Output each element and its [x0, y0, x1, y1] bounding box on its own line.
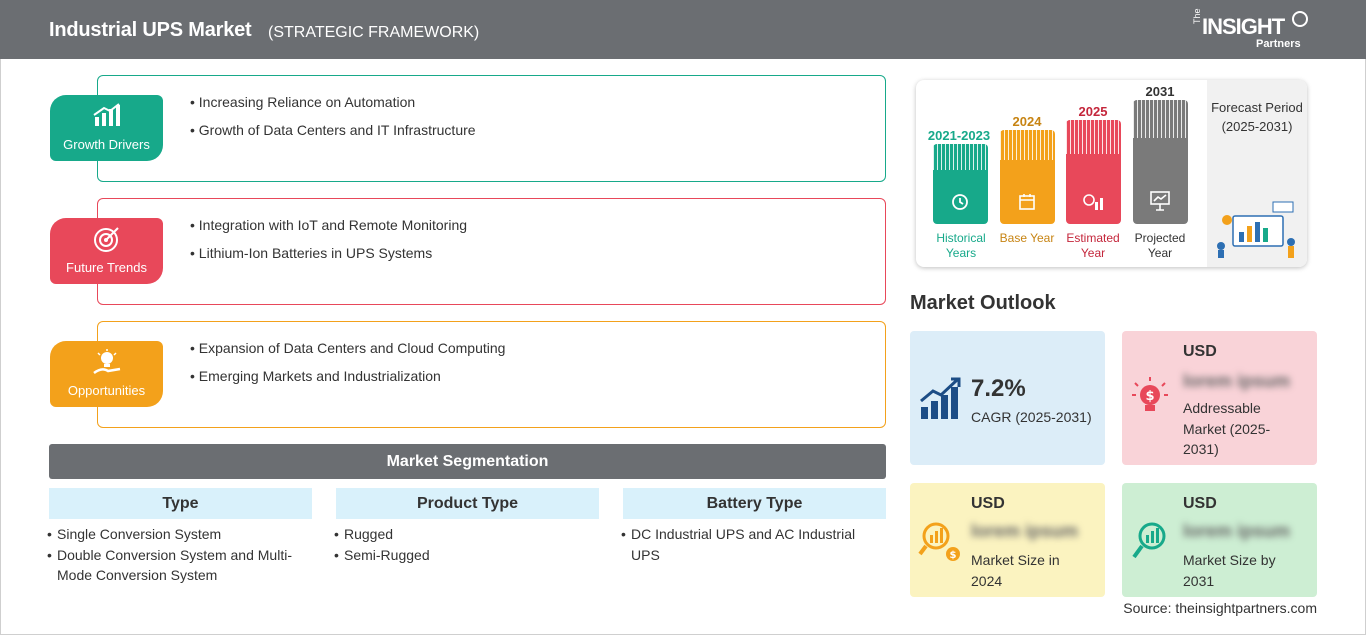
year-label: 2025 — [1078, 104, 1108, 119]
year-label: 2021-2023 — [927, 128, 991, 143]
forecast-range: (2025-2031) — [1221, 119, 1293, 134]
addressable-value: lorem ipsum — [1183, 371, 1291, 391]
timeline-bar-projected — [1133, 100, 1188, 224]
timeline-caption: Projected Year — [1134, 231, 1186, 260]
market-size-2031-card: USD lorem ipsum Market Size by 2031 — [1122, 483, 1317, 597]
forecast-label: Forecast Period — [1211, 100, 1303, 115]
year-label: 2024 — [1012, 114, 1042, 129]
market-size-2031-description: Market Size by 2031 — [1183, 552, 1276, 589]
logo-ring-icon — [1292, 11, 1308, 27]
gear-chart-icon — [1083, 194, 1103, 210]
page-title: Industrial UPS Market — [49, 19, 252, 41]
future-trends-list: Integration with IoT and Remote Monitori… — [190, 217, 467, 273]
timeline-bar-historical — [933, 144, 988, 224]
opportunities-list: Expansion of Data Centers and Cloud Comp… — [190, 340, 506, 396]
addressable-usd: USD — [1183, 343, 1217, 360]
calendar-icon — [1019, 194, 1035, 210]
list-item: Lithium-Ion Batteries in UPS Systems — [190, 245, 467, 273]
presentation-icon — [1150, 191, 1170, 211]
future-trends-label: Future Trends — [66, 260, 147, 275]
addressable-market-card: $ USD lorem ipsum Addressable Market (20… — [1122, 331, 1317, 465]
list-item: DC Industrial UPS and AC Industrial UPS — [621, 524, 883, 565]
segment-list-battery-type: DC Industrial UPS and AC Industrial UPS — [621, 524, 883, 565]
market-outlook-title: Market Outlook — [910, 292, 1056, 314]
history-icon — [952, 194, 968, 210]
svg-text:$: $ — [1145, 389, 1154, 404]
timeline-caption: Historical Years — [936, 231, 986, 260]
timeline-bar-estimated — [1066, 120, 1121, 224]
growth-drivers-tag: Growth Drivers — [50, 95, 163, 161]
growth-drivers-list: Increasing Reliance on Automation Growth… — [190, 94, 476, 150]
cagr-card: 7.2% CAGR (2025-2031) — [910, 331, 1105, 465]
timeline-bar-base — [1000, 130, 1055, 224]
opportunities-tag: Opportunities — [50, 341, 163, 407]
growth-drivers-box: Increasing Reliance on Automation Growth… — [97, 75, 886, 182]
list-item: Increasing Reliance on Automation — [190, 94, 476, 122]
market-size-2024-usd: USD — [971, 495, 1005, 512]
timeline-caption: Estimated Year — [1066, 231, 1120, 260]
growth-chart-icon — [920, 377, 961, 419]
segment-heading-battery-type: Battery Type — [623, 488, 886, 519]
list-item: Growth of Data Centers and IT Infrastruc… — [190, 122, 476, 150]
analytics-illustration-icon — [1217, 201, 1295, 258]
market-size-2031-value: lorem ipsum — [1183, 521, 1291, 541]
market-size-2024-description: Market Size in 2024 — [971, 552, 1060, 589]
bar-chart-icon — [93, 103, 120, 126]
magnifier-chart-icon — [1132, 522, 1166, 559]
list-item: Expansion of Data Centers and Cloud Comp… — [190, 340, 506, 368]
market-size-2031-usd: USD — [1183, 495, 1217, 512]
market-size-2024-value: lorem ipsum — [971, 521, 1079, 541]
market-segmentation-header: Market Segmentation — [49, 444, 886, 479]
list-item: Double Conversion System and Multi-Mode … — [47, 545, 312, 586]
list-item: Emerging Markets and Industrialization — [190, 368, 505, 396]
list-item: Semi-Rugged — [334, 545, 599, 566]
logo-partners: Partners — [1256, 38, 1301, 50]
opportunities-label: Opportunities — [67, 383, 146, 398]
timeline-caption: Base Year — [999, 231, 1055, 245]
target-icon — [94, 227, 119, 252]
magnifier-dollar-icon: $ — [918, 522, 960, 561]
future-trends-tag: Future Trends — [50, 218, 163, 284]
list-item: Single Conversion System — [47, 524, 312, 545]
logo-the: The — [1192, 8, 1202, 24]
logo-insight: INSIGHT — [1202, 14, 1285, 39]
company-logo[interactable]: The INSIGHT Partners — [1192, 8, 1322, 54]
addressable-description: Addressable Market (2025-2031) — [1183, 400, 1271, 457]
list-item: Rugged — [334, 524, 599, 545]
svg-text:$: $ — [950, 550, 957, 561]
idea-dollar-icon: $ — [1132, 377, 1168, 411]
timeline-card: 2021-2023 Historical Years 2024 Base Yea… — [916, 80, 1307, 267]
source-credit[interactable]: Source: theinsightpartners.com — [1123, 600, 1317, 616]
segment-heading-product-type: Product Type — [336, 488, 599, 519]
segment-list-product-type: Rugged Semi-Rugged — [334, 524, 599, 565]
future-trends-box: Integration with IoT and Remote Monitori… — [97, 198, 886, 305]
header-bar: Industrial UPS Market (STRATEGIC FRAMEWO… — [0, 0, 1366, 59]
year-label: 2031 — [1145, 84, 1175, 99]
cagr-description: CAGR (2025-2031) — [971, 409, 1092, 425]
forecast-period-label: Forecast Period (2025-2031) — [1209, 100, 1305, 135]
lightbulb-hand-icon — [93, 349, 121, 375]
growth-drivers-label: Growth Drivers — [63, 137, 150, 152]
segment-list-type: Single Conversion System Double Conversi… — [47, 524, 312, 586]
market-size-2024-card: $ USD lorem ipsum Market Size in 2024 — [910, 483, 1105, 597]
page-subtitle: (STRATEGIC FRAMEWORK) — [268, 24, 480, 41]
list-item: Integration with IoT and Remote Monitori… — [190, 217, 467, 245]
cagr-value: 7.2% — [971, 375, 1026, 402]
segment-heading-type: Type — [49, 488, 312, 519]
opportunities-box: Expansion of Data Centers and Cloud Comp… — [97, 321, 886, 428]
